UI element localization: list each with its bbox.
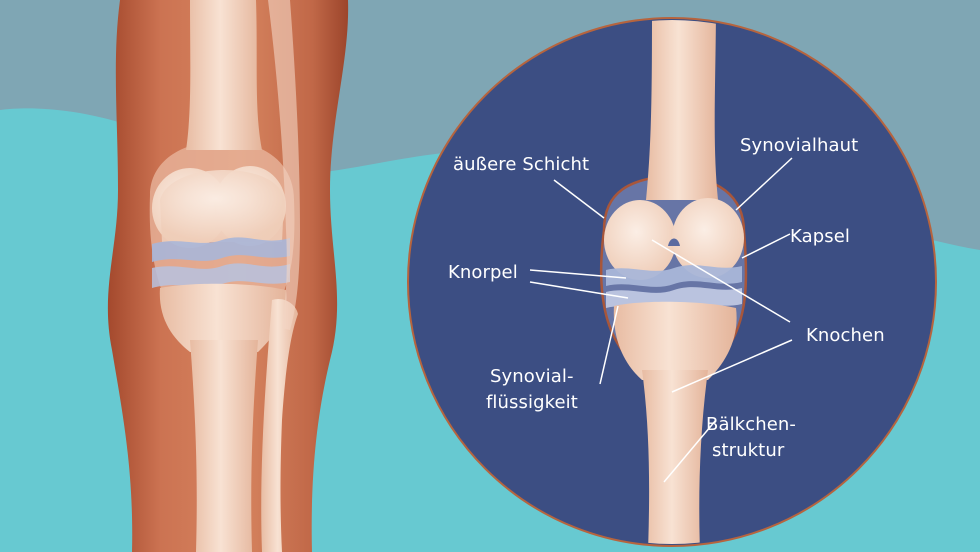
label-synovial-fluid-line1: Synovial- <box>490 366 574 388</box>
label-cartilage: Knorpel <box>448 262 518 284</box>
label-synovial-fluid-line2: flüssigkeit <box>486 392 578 414</box>
label-trabecular-line2: struktur <box>712 440 784 462</box>
femur-condyle-left <box>604 200 676 280</box>
label-capsule: Kapsel <box>790 226 850 248</box>
label-outer-layer: äußere Schicht <box>453 154 589 176</box>
femur-shaft <box>646 0 718 200</box>
tibia-plateau <box>614 302 737 380</box>
leg-tibia-shaft <box>190 340 258 552</box>
cartilage-upper <box>606 265 742 287</box>
label-synovial-membrane: Synovialhaut <box>740 135 858 157</box>
tibia-shaft <box>642 370 708 552</box>
label-bone: Knochen <box>806 325 885 347</box>
leg-femur-base <box>160 170 284 242</box>
leg-femur <box>186 0 262 150</box>
label-trabecular-line1: Bälkchen- <box>706 414 796 436</box>
